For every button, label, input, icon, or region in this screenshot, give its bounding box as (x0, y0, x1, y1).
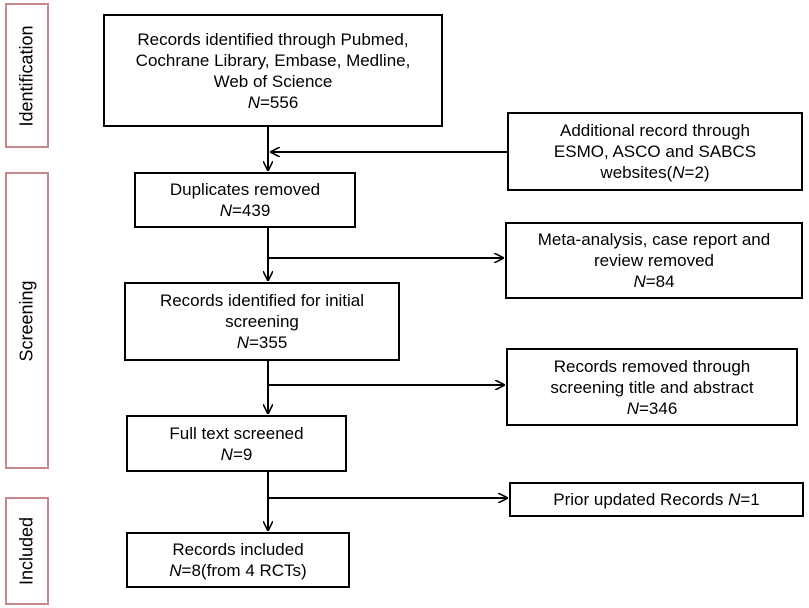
count: N=556 (247, 92, 299, 112)
line: Web of Science (213, 71, 333, 91)
line: Records identified for initial (159, 291, 365, 310)
line: ESMO, ASCO and SABCS (553, 142, 757, 161)
line: Records identified through Pubmed, (137, 29, 409, 49)
line: Prior updated Records N=1 (553, 490, 760, 509)
count: N=8(from 4 RCTs) (169, 561, 307, 580)
box-additional-records: Additional record through ESMO, ASCO and… (507, 112, 803, 191)
line: Records included (172, 540, 304, 559)
count: N=439 (219, 201, 271, 220)
box-removed-title-abstract: Records removed through screening title … (506, 348, 798, 426)
line: Cochrane Library, Embase, Medline, (135, 50, 411, 70)
box-duplicates-removed: Duplicates removed N=439 (134, 172, 356, 228)
line: Duplicates removed (169, 180, 321, 199)
box-initial-screening: Records identified for initial screening… (124, 282, 400, 361)
box-records-identified: Records identified through Pubmed, Cochr… (103, 14, 443, 127)
stage-included: Included (5, 497, 49, 605)
count: N=9 (220, 444, 253, 464)
line: screening (225, 312, 299, 331)
box-meta-analysis-removed: Meta-analysis, case report and review re… (505, 222, 803, 299)
line: Full text screened (169, 423, 304, 443)
count: N=84 (633, 272, 675, 291)
box-prior-updated: Prior updated Records N=1 (509, 482, 804, 517)
stage-screening: Screening (5, 172, 49, 469)
line: Additional record through (560, 121, 750, 140)
count: websites(N=2) (600, 163, 710, 182)
count: N=355 (236, 333, 288, 352)
box-records-included: Records included N=8(from 4 RCTs) (126, 532, 350, 588)
stage-identification: Identification (5, 3, 49, 148)
box-full-text-screened: Full text screened N=9 (126, 415, 347, 472)
line: Records removed through (553, 356, 751, 376)
line: review removed (594, 251, 714, 270)
line: Meta-analysis, case report and (537, 230, 771, 249)
line: screening title and abstract (550, 377, 754, 397)
count: N=346 (626, 398, 678, 418)
